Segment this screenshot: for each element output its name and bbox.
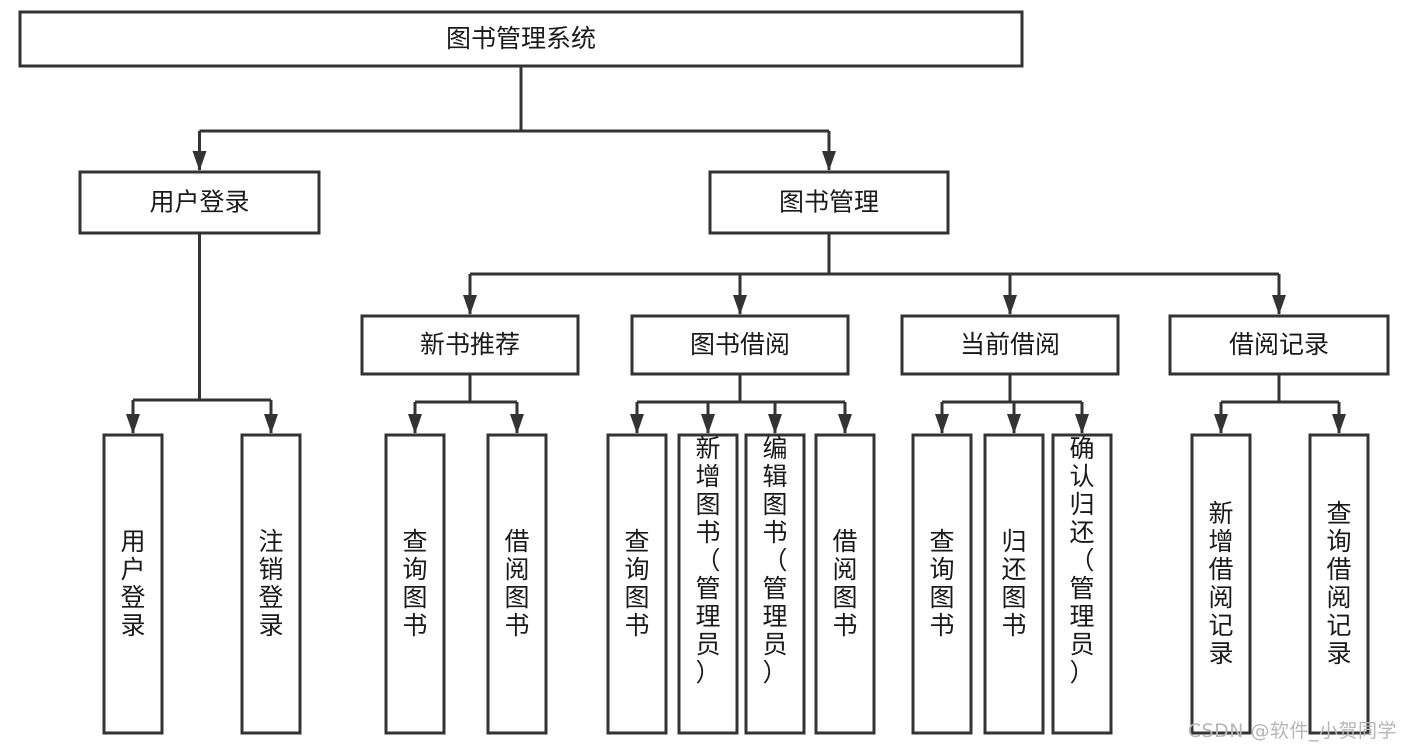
arrow-head-icon xyxy=(822,151,836,171)
arrow-head-icon xyxy=(1007,414,1021,434)
node-leaf-query-borrow-record[interactable]: 查询借阅记录 xyxy=(1308,433,1370,735)
node-leaf-add-book[interactable]: 新增图书（管理员） xyxy=(677,433,739,735)
arrow-head-icon xyxy=(935,414,949,434)
arrow-head-icon xyxy=(408,414,422,434)
node-user-login[interactable]: 用户登录 xyxy=(78,170,321,235)
arrow-head-icon xyxy=(463,295,477,315)
arrow-head-icon xyxy=(126,414,140,434)
arrow-head-icon xyxy=(1003,295,1017,315)
node-leaf-add-borrow-record[interactable]: 新增借阅记录 xyxy=(1190,433,1252,735)
connector-current-borrow xyxy=(935,374,1089,434)
node-label: 注销登录 xyxy=(258,527,283,640)
node-layer: 图书管理系统用户登录图书管理新书推荐图书借阅当前借阅借阅记录用户登录注销登录查询… xyxy=(18,10,1390,735)
connector-root xyxy=(192,66,836,171)
arrow-head-icon xyxy=(733,295,747,315)
node-leaf-query-book-current[interactable]: 查询图书 xyxy=(911,433,973,735)
node-label: 用户登录 xyxy=(149,188,249,217)
node-label: 借阅记录 xyxy=(1229,330,1329,359)
node-label: 借阅图书 xyxy=(504,527,529,640)
arrow-head-icon xyxy=(768,414,782,434)
node-borrow-record[interactable]: 借阅记录 xyxy=(1168,314,1390,376)
connector-new-book-recommend xyxy=(408,374,524,434)
node-label: 查询图书 xyxy=(929,527,954,640)
node-new-book-recommend[interactable]: 新书推荐 xyxy=(360,314,580,376)
node-label: 新增借阅记录 xyxy=(1208,499,1233,668)
arrow-head-icon xyxy=(701,414,715,434)
arrow-head-icon xyxy=(1272,295,1286,315)
node-leaf-query-book-borrow[interactable]: 查询图书 xyxy=(606,433,668,735)
node-label: 新书推荐 xyxy=(420,330,520,359)
arrow-head-icon xyxy=(838,414,852,434)
arrow-head-icon xyxy=(192,151,207,171)
node-leaf-user-logout[interactable]: 注销登录 xyxy=(240,433,302,735)
node-label: 查询借阅记录 xyxy=(1326,499,1351,668)
node-label: 归还图书 xyxy=(1001,527,1026,640)
node-current-borrow[interactable]: 当前借阅 xyxy=(900,314,1120,376)
arrow-head-icon xyxy=(264,414,278,434)
node-leaf-return-book[interactable]: 归还图书 xyxy=(983,433,1045,735)
node-leaf-borrow-book[interactable]: 借阅图书 xyxy=(814,433,876,735)
node-book-borrow[interactable]: 图书借阅 xyxy=(630,314,850,376)
csdn-watermark: CSDN @软件_小贺同学 xyxy=(1187,720,1397,742)
connector-borrow-record xyxy=(1214,374,1346,434)
connector-layer xyxy=(126,66,1346,434)
node-label: 确认归还（管理员） xyxy=(1069,434,1094,687)
node-leaf-confirm-return[interactable]: 确认归还（管理员） xyxy=(1051,433,1113,735)
node-label: 用户登录 xyxy=(120,527,145,640)
connector-book-manage xyxy=(463,233,1286,315)
node-label: 图书管理系统 xyxy=(446,24,596,53)
node-book-manage[interactable]: 图书管理 xyxy=(708,170,950,235)
arrow-head-icon xyxy=(1214,414,1228,434)
node-label: 编辑图书（管理员） xyxy=(762,434,787,687)
node-label: 查询图书 xyxy=(402,527,427,640)
node-label: 查询图书 xyxy=(624,527,649,640)
arrow-head-icon xyxy=(1332,414,1346,434)
node-label: 新增图书（管理员） xyxy=(695,434,720,687)
arrow-head-icon xyxy=(1075,414,1089,434)
node-leaf-edit-book[interactable]: 编辑图书（管理员） xyxy=(744,433,806,735)
node-label: 当前借阅 xyxy=(960,330,1060,359)
connector-book-borrow xyxy=(630,374,852,434)
node-leaf-user-login[interactable]: 用户登录 xyxy=(102,433,164,735)
node-label: 图书管理 xyxy=(779,188,879,217)
node-leaf-borrow-book-recommend[interactable]: 借阅图书 xyxy=(486,433,548,735)
node-root[interactable]: 图书管理系统 xyxy=(18,10,1024,68)
node-label: 图书借阅 xyxy=(690,330,790,359)
node-leaf-query-book-recommend[interactable]: 查询图书 xyxy=(384,433,446,735)
arrow-head-icon xyxy=(510,414,524,434)
arrow-head-icon xyxy=(630,414,644,434)
node-label: 借阅图书 xyxy=(832,527,857,640)
connector-user-login xyxy=(126,233,278,434)
